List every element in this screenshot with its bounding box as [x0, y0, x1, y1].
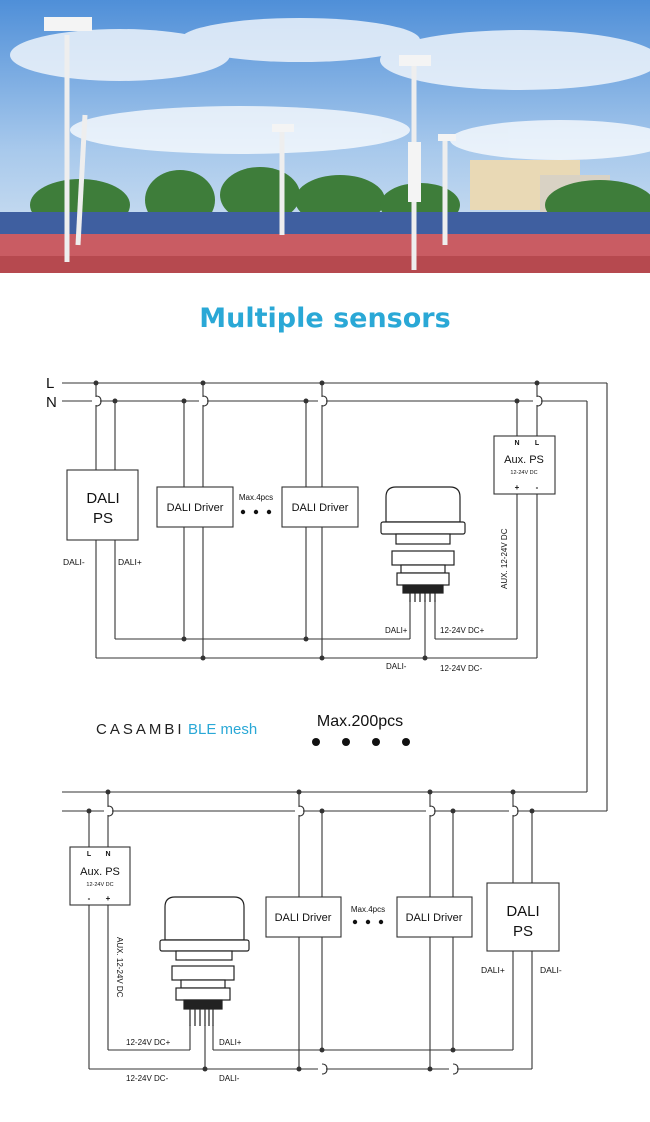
sensor-dali-minus-bottom: DALI- — [219, 1074, 240, 1083]
line-n-label: N — [46, 394, 57, 411]
ellipsis-sensors — [312, 738, 410, 746]
dali-ps-bottom-line1: DALI — [506, 903, 539, 920]
max-drivers-bottom: Max.4pcs — [351, 905, 385, 914]
ble-mesh-label: BLE mesh — [188, 721, 257, 738]
top-crossings — [92, 397, 541, 405]
aux-ps-top-minus: - — [536, 483, 539, 492]
aux-ps-top-heading: Aux. PS — [504, 454, 544, 466]
aux-ps-bottom-plus: + — [106, 894, 111, 903]
dali-minus-label-bottom: DALI- — [540, 965, 562, 975]
stadium-lights-photo — [0, 0, 650, 273]
dali-driver-bottom-1-label: DALI Driver — [275, 912, 332, 924]
dali-plus-label-top: DALI+ — [118, 557, 142, 567]
ellipsis-top — [240, 509, 272, 515]
aux-ps-top-plus: + — [515, 483, 520, 492]
aux-ps-bottom: L N Aux. PS 12-24V DC - + — [69, 846, 131, 906]
top-junctions — [93, 380, 540, 661]
max-sensors-label: Max.200pcs — [317, 713, 403, 730]
sensor-icon — [159, 896, 250, 1026]
aux-ps-top-l: L — [535, 440, 540, 447]
dali-plus-label-bottom: DALI+ — [481, 965, 505, 975]
dali-driver-bottom-2-label: DALI Driver — [406, 912, 463, 924]
aux-ps-bottom-voltage: 12-24V DC — [86, 882, 113, 888]
dali-ps-top: DALI PS — [66, 469, 139, 541]
sensor-dc-plus-bottom: 12-24V DC+ — [126, 1038, 171, 1047]
sensor-dali-plus-bottom: DALI+ — [219, 1038, 242, 1047]
dali-ps-bottom: DALI PS — [486, 882, 560, 952]
dali-minus-label-top: DALI- — [63, 557, 85, 567]
sensor-icon — [380, 486, 466, 602]
aux-ps-bottom-minus: - — [88, 894, 91, 903]
wiring-diagram: L N DALI PS DALI- DALI+ DALI Driver Max.… — [46, 375, 608, 1083]
bottom-junctions — [86, 789, 535, 1072]
dali-ps-top-line2: PS — [93, 510, 113, 527]
sensor-dc-minus-bottom: 12-24V DC- — [126, 1074, 169, 1083]
dali-ps-bottom-line2: PS — [513, 923, 533, 940]
bottom-network — [62, 791, 607, 1070]
sensor-dc-minus-top: 12-24V DC- — [440, 664, 483, 673]
aux-ps-bottom-n: N — [105, 851, 110, 858]
aux-dc-label-bottom: AUX. 12-24V DC — [115, 937, 124, 998]
dali-ps-top-line1: DALI — [86, 490, 119, 507]
aux-ps-bottom-heading: Aux. PS — [80, 866, 120, 878]
line-l-label: L — [46, 375, 54, 392]
sensor-dali-minus-top: DALI- — [386, 662, 407, 671]
dali-driver-top-2-label: DALI Driver — [292, 502, 349, 514]
bottom-crossings — [104, 807, 517, 1073]
aux-dc-label-top: AUX. 12-24V DC — [500, 528, 509, 589]
dali-driver-top-2: DALI Driver — [281, 486, 359, 528]
ellipsis-bottom — [352, 919, 384, 925]
max-drivers-top: Max.4pcs — [239, 493, 273, 502]
aux-ps-top-n: N — [514, 440, 519, 447]
dali-driver-top-1-label: DALI Driver — [167, 502, 224, 514]
aux-ps-top: N L Aux. PS 12-24V DC + - — [493, 435, 556, 495]
aux-ps-bottom-l: L — [87, 851, 92, 858]
dali-driver-bottom-2: DALI Driver — [396, 896, 473, 938]
casambi-logo: CASAMBI — [96, 721, 185, 738]
dali-driver-top-1: DALI Driver — [156, 486, 234, 528]
aux-ps-top-voltage: 12-24V DC — [510, 470, 537, 476]
page-title: Multiple sensors — [199, 303, 451, 334]
dali-driver-bottom-1: DALI Driver — [265, 896, 342, 938]
sensor-dc-plus-top: 12-24V DC+ — [440, 626, 485, 635]
sensor-dali-plus-top: DALI+ — [385, 626, 408, 635]
